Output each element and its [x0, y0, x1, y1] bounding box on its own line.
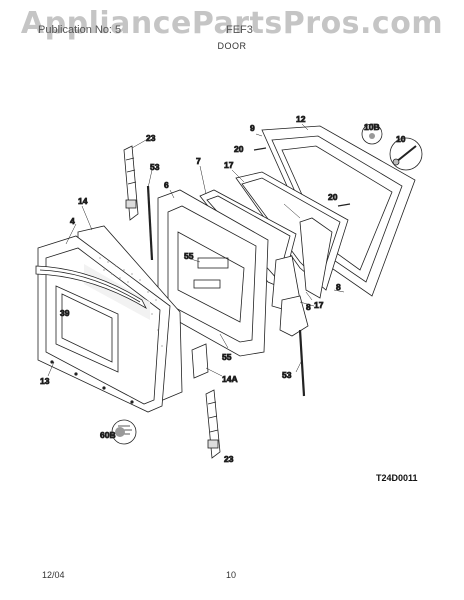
- callout-4: 4: [70, 216, 75, 226]
- side-trim-right: [298, 329, 306, 397]
- door-texture: [99, 257, 163, 347]
- callout-6: 6: [164, 180, 169, 190]
- callout-53-left: 53: [150, 162, 160, 172]
- callout-13: 13: [40, 376, 50, 386]
- inner-door-liner: [157, 189, 269, 357]
- leader-lines: [47, 123, 345, 377]
- screw-20: [253, 147, 351, 207]
- callout-7: 7: [196, 156, 201, 166]
- outer-door-panel: [35, 235, 171, 413]
- callout-53-right: 53: [282, 370, 292, 380]
- callout-10b: 10B: [364, 122, 380, 132]
- callout-20-top: 20: [234, 144, 244, 154]
- watermark: AppliancePartsPros.com: [20, 6, 444, 41]
- footer-page-number: 10: [226, 570, 237, 580]
- screw-10: [389, 137, 423, 171]
- side-trim-left: [146, 185, 154, 261]
- callout-39: 39: [60, 308, 70, 318]
- callout-23-top: 23: [146, 133, 156, 143]
- callout-14a: 14A: [222, 374, 238, 384]
- callout-8-left: 8: [306, 302, 311, 312]
- diagram-code: T24D0011: [376, 473, 418, 483]
- screw-60b: [111, 419, 137, 445]
- callout-9: 9: [250, 123, 255, 133]
- callout-14: 14: [78, 196, 88, 206]
- callout-8-right: 8: [336, 282, 341, 292]
- diagram-title: DOOR: [217, 41, 247, 51]
- callout-17-top: 17: [224, 160, 234, 170]
- callout-55-lower: 55: [222, 352, 232, 362]
- callout-20-right: 20: [328, 192, 338, 202]
- hinge-bottom: [205, 389, 221, 459]
- callout-60b: 60B: [100, 430, 116, 440]
- header-publication: Publication No: 5: [38, 24, 122, 36]
- screw-10b: [361, 123, 383, 145]
- callout-55-upper: 55: [184, 251, 194, 261]
- footer-date: 12/04: [42, 570, 65, 580]
- callout-10: 10: [396, 134, 406, 144]
- callout-12: 12: [296, 114, 306, 124]
- spacer-frame: [271, 217, 333, 337]
- callout-23-bottom: 23: [224, 454, 234, 464]
- header-model: FEF3: [226, 24, 253, 36]
- door-bracket-14a: [191, 343, 209, 379]
- hinge-top-left: [123, 145, 139, 221]
- callout-17-lower: 17: [314, 300, 324, 310]
